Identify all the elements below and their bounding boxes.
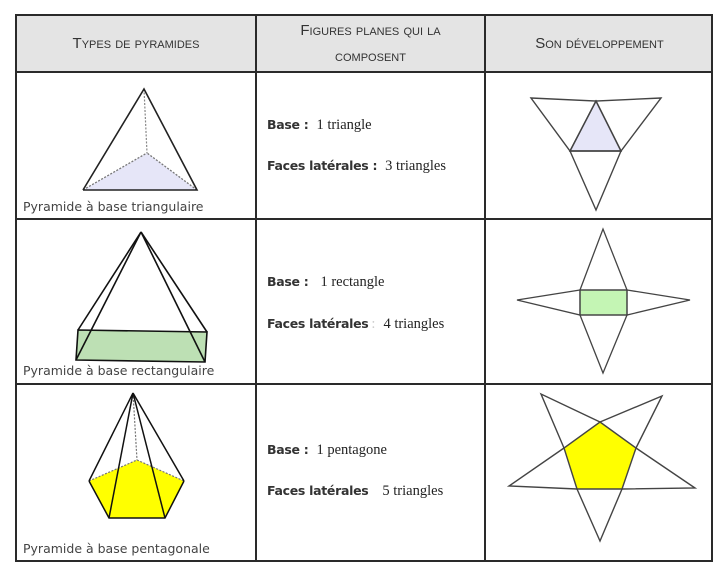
- rectangular-pyramid-icon: [75, 231, 208, 363]
- table-row-pentagonal: Pyramide à base pentagonale: [17, 385, 255, 562]
- base-value: 1 pentagone: [316, 442, 387, 458]
- base-value: 1 triangle: [316, 117, 372, 133]
- pentagonal-pyramid-icon: [88, 392, 185, 519]
- row-caption: Pyramide à base rectangulaire: [23, 363, 215, 378]
- row-development: [486, 385, 713, 562]
- header-figures: Figures planes qui la composent: [257, 16, 484, 71]
- column-divider: [484, 16, 486, 560]
- base-value: 1 rectangle: [320, 274, 385, 290]
- header-types: Types de pyramides: [72, 34, 200, 52]
- row-development: [486, 220, 713, 383]
- base-label: Base :: [267, 117, 309, 132]
- rectangular-net-icon: [516, 227, 691, 375]
- faces-label: Faces latérales :: [267, 158, 378, 173]
- faces-value: 3 triangles: [385, 158, 446, 174]
- triangular-pyramid-icon: [82, 87, 199, 191]
- row-caption: Pyramide à base pentagonale: [23, 541, 210, 556]
- row-figures: Base : 1 rectangle Faces latérales:4 tria…: [257, 220, 484, 383]
- row-divider: [17, 218, 711, 220]
- row-caption: Pyramide à base triangulaire: [23, 199, 204, 214]
- faces-value: 4 triangles: [383, 316, 445, 332]
- row-figures: Base : 1 triangle Faces latérales : 3 tria…: [257, 73, 484, 218]
- header-figures-line2: composent: [335, 47, 406, 65]
- base-label: Base :: [267, 442, 309, 457]
- row-development: [486, 73, 713, 218]
- pentagonal-net-icon: [506, 392, 698, 543]
- faces-value: 5 triangles: [382, 483, 444, 499]
- faces-label: Faces latérales: [267, 483, 369, 498]
- pyramids-table: Types de pyramides Figures planes qui la…: [15, 14, 713, 562]
- triangular-net-icon: [529, 97, 663, 212]
- row-divider: [17, 383, 711, 385]
- faces-separator: :: [371, 316, 376, 332]
- table-row-triangular: Pyramide à base triangulaire: [17, 73, 255, 218]
- table-header: Types de pyramides Figures planes qui la…: [17, 16, 711, 73]
- base-label: Base :: [267, 274, 309, 289]
- column-divider: [255, 16, 257, 560]
- header-figures-line1: Figures planes qui la: [300, 21, 441, 39]
- header-development: Son développement: [535, 34, 664, 52]
- faces-label: Faces latérales: [267, 316, 369, 331]
- table-row-rectangular: Pyramide à base rectangulaire: [17, 220, 255, 383]
- row-figures: Base : 1 pentagone Faces latérales 5 trian…: [257, 385, 484, 562]
